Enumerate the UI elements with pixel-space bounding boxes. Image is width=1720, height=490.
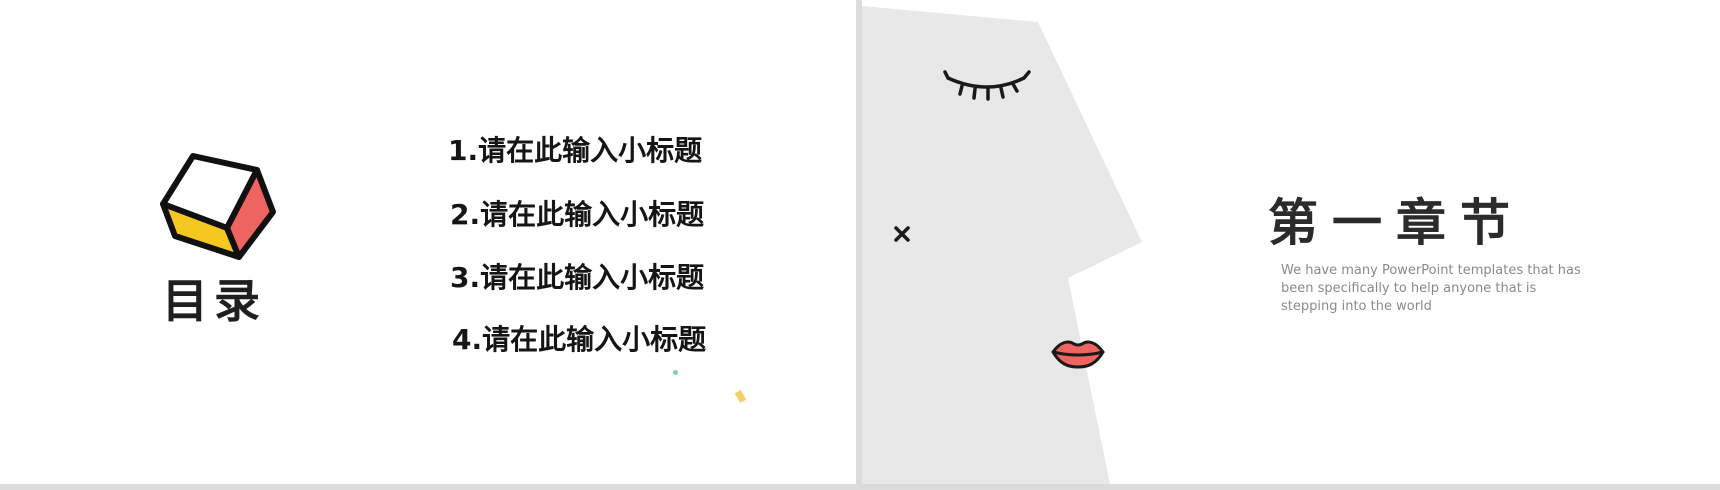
lips-icon (1051, 340, 1105, 369)
chapter-description: We have many PowerPoint templates that h… (1281, 263, 1581, 314)
toc-item-2[interactable]: 2.请在此输入小标题 (450, 198, 705, 231)
toc-item-3[interactable]: 3.请在此输入小标题 (450, 261, 705, 294)
teal-dot (673, 370, 678, 375)
toc-slide: 目录 1.请在此输入小标题 2.请在此输入小标题 3.请在此输入小标题 4.请在… (0, 0, 856, 484)
chapter-title: 第一章节 (1268, 194, 1524, 252)
cross-mark-icon (894, 226, 910, 242)
toc-title: 目录 (162, 274, 266, 328)
chapter-slide: 第一章节 We have many PowerPoint templates t… (862, 0, 1720, 484)
closed-eye-icon (943, 70, 1031, 101)
yellow-dash (734, 389, 747, 404)
toc-item-1[interactable]: 1.请在此输入小标题 (448, 134, 703, 167)
toc-item-4[interactable]: 4.请在此输入小标题 (452, 323, 707, 356)
cube-icon (160, 153, 276, 260)
